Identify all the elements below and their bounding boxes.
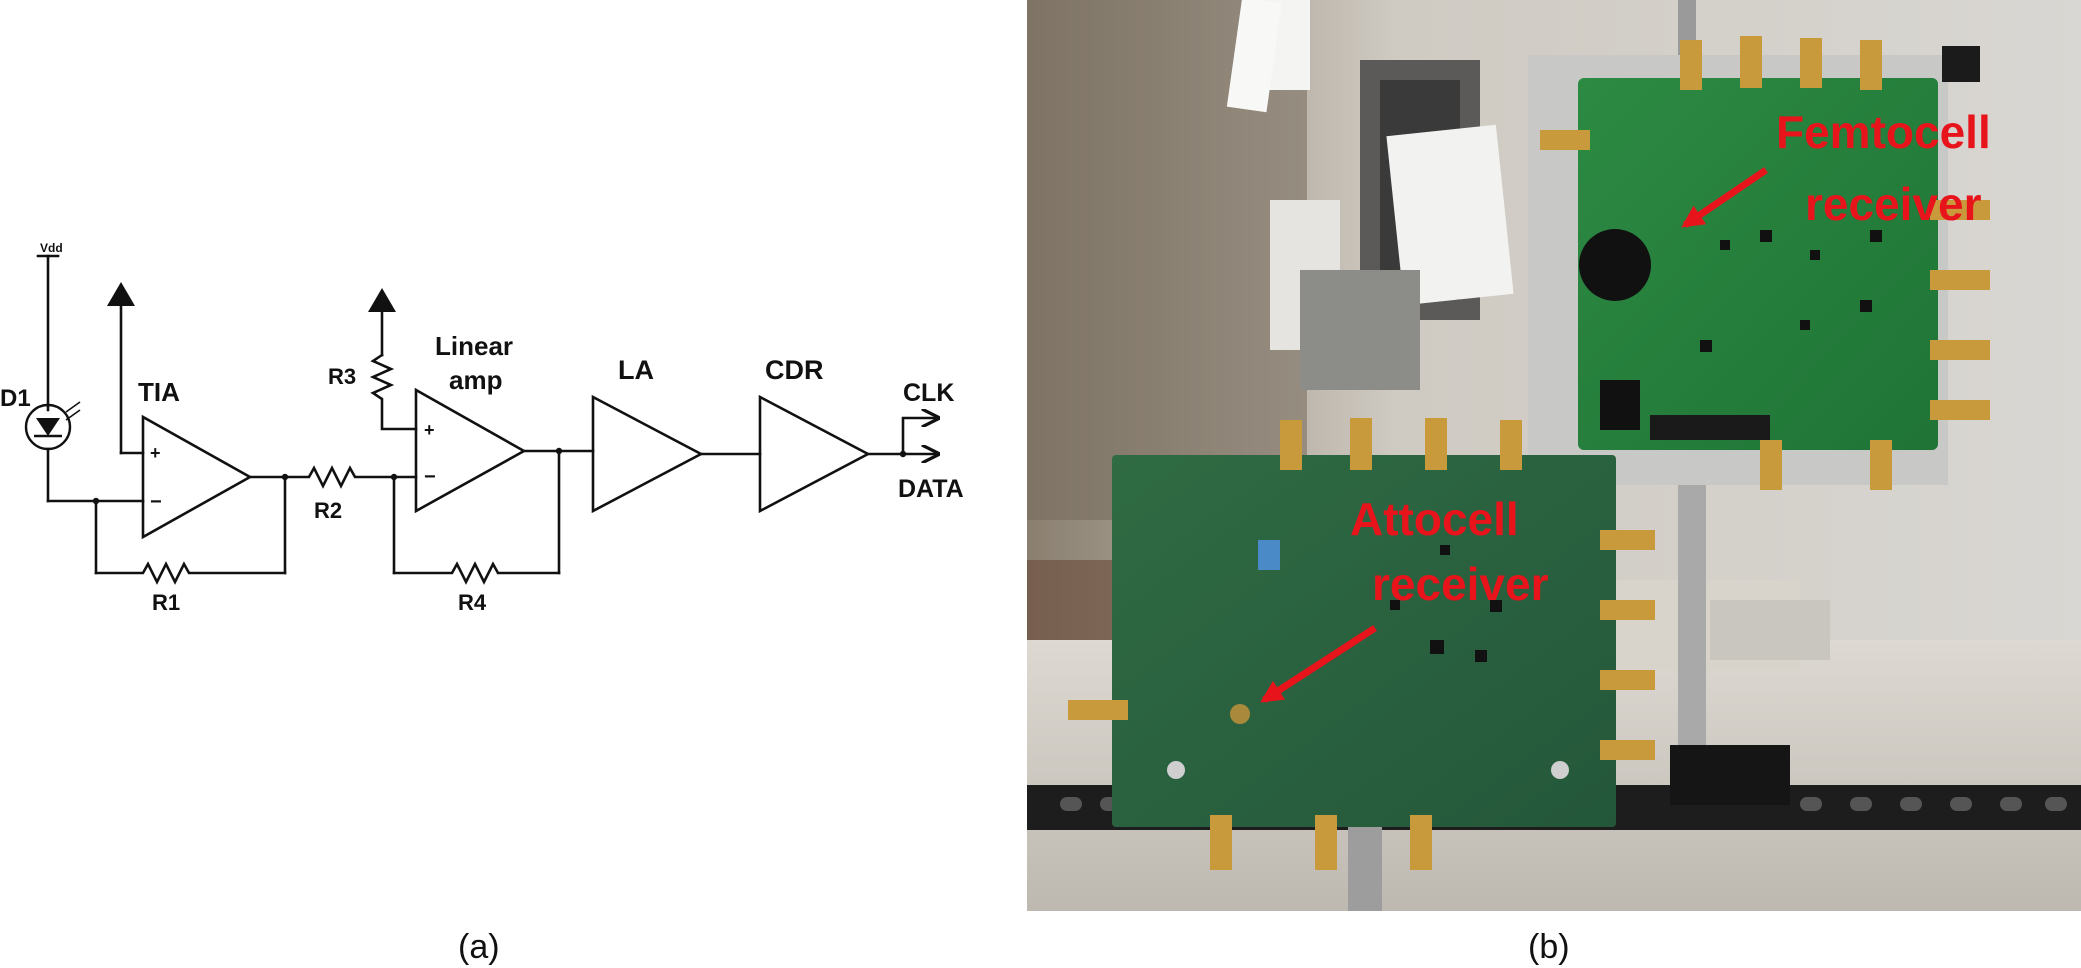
r1-label: R1 — [152, 590, 180, 615]
ground-arrow-icon — [107, 282, 135, 306]
femtocell-board — [1540, 36, 1990, 490]
cdr-block — [758, 394, 938, 514]
clk-output-arrow-icon — [901, 418, 938, 456]
resistor-r2 — [283, 465, 396, 489]
tia-minus-sign: − — [150, 491, 162, 513]
schematic-diagram: Vdd D1 TIA + − R1 R2 — [0, 241, 964, 615]
attocell-arrow-icon — [1260, 625, 1377, 703]
receiver-photo: Femtocell receiver Attocell receiver — [1027, 0, 2081, 911]
resistor-r3 — [369, 353, 418, 431]
d1-label: D1 — [0, 385, 31, 412]
ground-arrow-icon — [368, 288, 396, 312]
data-label: DATA — [898, 475, 964, 503]
linear-amp-plus-sign: + — [424, 420, 435, 440]
vdd-label: Vdd — [40, 241, 63, 255]
tia-plus-sign: + — [150, 443, 161, 463]
r2-label: R2 — [314, 498, 342, 523]
tia-label: TIA — [138, 377, 180, 407]
attocell-label-line2: receiver — [1372, 558, 1549, 610]
attocell-label-line1: Attocell — [1350, 493, 1519, 545]
photodiode-d1 — [24, 254, 81, 503]
limiting-amplifier — [591, 394, 762, 514]
femtocell-label-line1: Femtocell — [1776, 106, 1991, 158]
linear-amp-opamp — [368, 288, 595, 585]
linear-amp-label-line2: amp — [449, 365, 502, 395]
femtocell-label-line2: receiver — [1805, 178, 1982, 230]
caption-b: (b) — [1528, 928, 1570, 966]
linear-amp-label-line1: Linear — [435, 331, 513, 361]
caption-a: (a) — [458, 928, 500, 966]
r3-label: R3 — [328, 364, 356, 389]
tia-opamp — [46, 282, 289, 585]
linear-amp-minus-sign: − — [424, 466, 436, 488]
femtocell-arrow-icon — [1681, 167, 1768, 228]
clk-label: CLK — [903, 379, 954, 407]
r4-label: R4 — [458, 590, 487, 615]
photodiode-icon — [36, 418, 60, 436]
la-label: LA — [618, 355, 654, 385]
attocell-board — [1068, 418, 1655, 870]
cdr-label: CDR — [765, 355, 824, 385]
